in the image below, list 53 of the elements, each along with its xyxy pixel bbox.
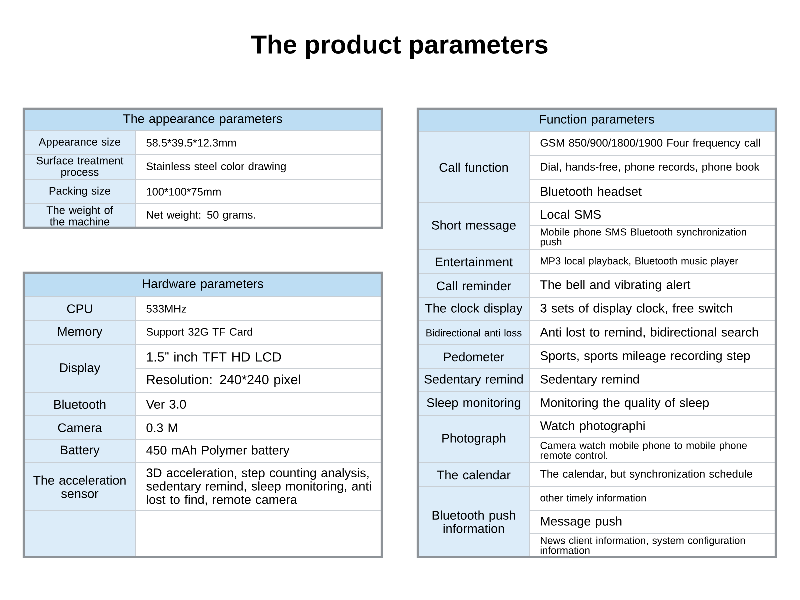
page-title: The product parameters [251, 34, 548, 60]
table-header: Hardware parameters [24, 272, 382, 298]
table-cell: Bluetooth headset [530, 180, 776, 204]
table-header: Function parameters [418, 108, 776, 132]
table-cell: Memory [24, 320, 136, 346]
table-cell: 0.3 M [136, 416, 382, 440]
table-cell: Call function [418, 132, 530, 204]
table-cell: The bell and vibrating alert [530, 274, 776, 298]
table-cell: Surface treatment process [24, 154, 136, 180]
table-cell: Pedometer [418, 344, 530, 370]
table-cell: Stainless steel color drawing [136, 154, 382, 180]
table-cell: Packing size [24, 180, 136, 204]
table-cell: Battery [24, 440, 136, 464]
table-cell: Message push [530, 510, 776, 534]
table-cell: 100*100*75mm [136, 180, 382, 204]
table-cell: 533MHz [136, 296, 382, 322]
table-cell: Photograph [418, 416, 530, 464]
table-cell: 58.5*39.5*12.3mm [136, 130, 382, 156]
table-cell: Sleep monitoring [418, 392, 530, 416]
table-cell: Short message [418, 202, 530, 250]
table-cell: The calendar [418, 462, 530, 488]
table-cell: Bluetooth [24, 392, 136, 416]
table-cell: Dial, hands-free, phone records, phone book [530, 156, 776, 180]
table-cell: The clock display [418, 298, 530, 322]
table-cell: 1.5” inch TFT HD LCD [136, 344, 382, 370]
table-cell: Mobile phone SMS Bluetooth synchronization push [530, 226, 776, 250]
table-cell: GSM 850/900/1800/1900 Four frequency call [530, 132, 776, 156]
table-cell: The weight of the machine [24, 204, 136, 228]
table-cell: Monitoring the quality of sleep [530, 392, 776, 416]
table-header: The appearance parameters [24, 108, 382, 132]
table-cell: Entertainment [418, 250, 530, 274]
table-cell: Anti lost to remind, bidirectional search [530, 320, 776, 346]
table-cell: Ver 3.0 [136, 392, 382, 416]
table-cell: Appearance size [24, 130, 136, 156]
table-cell: Bidirectional anti loss [418, 320, 530, 346]
table-cell: Resolution: 240*240 pixel [136, 368, 382, 394]
table-cell: News client information, system configuration information [530, 534, 776, 558]
table-cell: 3 sets of display clock, free switch [530, 298, 776, 322]
table-cell: Camera [24, 416, 136, 440]
table-cell: The calendar, but synchronization schedule [530, 462, 776, 488]
table-cell: Sedentary remind [418, 368, 530, 392]
table-cell: 450 mAh Polymer battery [136, 440, 382, 464]
table-cell: Sports, sports mileage recording step [530, 344, 776, 370]
table-cell: Camera watch mobile phone to mobile phone remote control. [530, 438, 776, 464]
table-cell: MP3 local playback, Bluetooth music player [530, 250, 776, 274]
table-cell: Support 32G TF Card [136, 320, 382, 346]
table-cell: Sedentary remind [530, 368, 776, 392]
table-cell: Local SMS [530, 202, 776, 226]
table-cell: Watch photographi [530, 416, 776, 438]
table-cell: CPU [24, 296, 136, 322]
table-cell: other timely information [530, 486, 776, 512]
table-cell: Net weight: 50 grams. [136, 204, 382, 228]
table-cell: Call reminder [418, 274, 530, 298]
